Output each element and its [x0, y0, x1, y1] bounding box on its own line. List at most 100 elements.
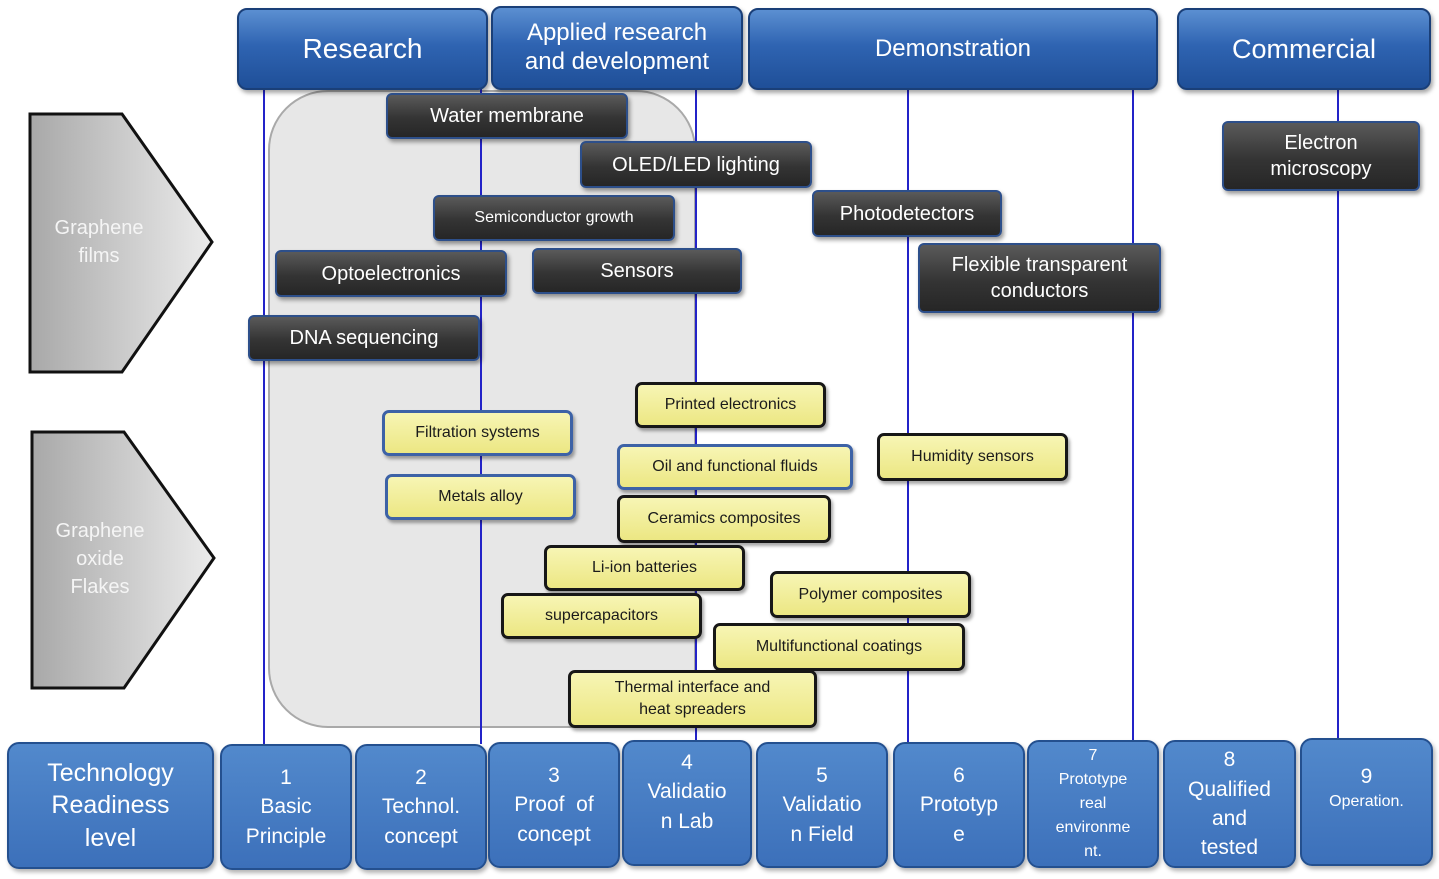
graphene-films-line2: films: [78, 245, 120, 267]
phase-applied-line1: Applied research: [526, 19, 708, 47]
app-coatings-label: Multifunctional coatings: [755, 638, 923, 656]
trl-level-3: 3 Proof of concept: [488, 742, 620, 868]
app-filtration-systems: Filtration systems: [382, 410, 573, 456]
app-thermal-line2: heat spreaders: [639, 701, 746, 718]
trl-title: Technology Readiness level: [7, 742, 214, 869]
phase-commercial-label: Commercial: [1231, 33, 1377, 64]
phase-applied-line2: and development: [524, 48, 710, 75]
trl-level-text: Validatio: [647, 780, 727, 804]
app-flexible-line1: Flexible transparent: [951, 254, 1128, 276]
trl-level-text: environme: [1055, 819, 1131, 836]
trl-level-text: Prototype: [1058, 771, 1128, 788]
trl-level-2: 2 Technol. concept: [355, 744, 487, 870]
trl-level-text: Qualified: [1188, 777, 1271, 801]
graphene-films-label: Graphene films: [34, 214, 164, 270]
trl-level-text: and: [1211, 807, 1248, 830]
graphene-oxide-line1: Graphene: [55, 520, 145, 542]
app-flexible-line2: conductors: [990, 280, 1089, 302]
trl-connector-line: [263, 88, 265, 744]
graphene-oxide-line3: Flakes: [70, 576, 130, 598]
trl-level-1: 1 Basic Principle: [220, 744, 352, 870]
phase-demonstration-label: Demonstration: [874, 34, 1032, 62]
app-photodetectors-label: Photodetectors: [839, 202, 975, 225]
trl-level-number: 3: [548, 763, 560, 787]
app-water-membrane: Water membrane: [386, 93, 628, 139]
trl-level-number: 9: [1360, 765, 1373, 788]
trl-level-text: tested: [1200, 836, 1259, 860]
trl-level-text: concept: [384, 824, 458, 848]
app-filtration-label: Filtration systems: [415, 424, 540, 442]
trl-title-line1: Technology: [47, 758, 174, 787]
app-photodetectors: Photodetectors: [812, 190, 1002, 237]
trl-level-text: Prototyp: [919, 793, 999, 817]
trl-connector-line: [907, 88, 909, 744]
trl-level-text: concept: [517, 822, 591, 846]
trl-level-text: real: [1079, 795, 1107, 812]
app-supercapacitors: supercapacitors: [501, 593, 702, 639]
app-dna-sequencing: DNA sequencing: [248, 315, 480, 361]
trl-title-line3: level: [84, 823, 137, 852]
graphene-oxide-label: Graphene oxide Flakes: [35, 517, 165, 601]
trl-level-text: Proof of: [514, 793, 594, 817]
app-liion-label: Li-ion batteries: [592, 559, 697, 577]
app-humidity-sensors: Humidity sensors: [877, 433, 1068, 481]
app-electron-microscopy: Electron microscopy: [1222, 121, 1420, 191]
trl-level-6: 6 Prototyp e: [893, 742, 1025, 868]
app-water-membrane-label: Water membrane: [430, 105, 584, 127]
trl-connector-line: [1132, 88, 1134, 744]
trl-level-number: 4: [681, 751, 693, 774]
trl-level-number: 7: [1088, 747, 1098, 764]
app-oled-label: OLED/LED lighting: [612, 153, 780, 176]
app-dna-label: DNA sequencing: [289, 327, 439, 349]
app-electron-line1: Electron: [1284, 132, 1358, 154]
phase-research: Research: [237, 8, 488, 90]
trl-level-7: 7 Prototype real environme nt.: [1027, 740, 1159, 868]
app-semiconductor-label: Semiconductor growth: [474, 208, 634, 226]
app-metals-label: Metals alloy: [438, 488, 523, 506]
app-multifunctional-coatings: Multifunctional coatings: [713, 623, 965, 671]
app-ceramics-composites: Ceramics composites: [617, 495, 831, 543]
trl-level-number: 6: [953, 763, 965, 787]
app-oil-functional-fluids: Oil and functional fluids: [617, 444, 853, 490]
app-optoelectronics-label: Optoelectronics: [321, 262, 461, 285]
app-ceramics-label: Ceramics composites: [647, 510, 801, 528]
trl-level-text: n Lab: [660, 809, 714, 833]
trl-level-number: 8: [1223, 748, 1236, 772]
app-humidity-label: Humidity sensors: [911, 448, 1034, 466]
trl-level-text: Principle: [245, 824, 327, 848]
app-sensors-label: Sensors: [600, 260, 674, 282]
app-flexible-transparent-conductors: Flexible transparent conductors: [918, 243, 1161, 313]
app-oil-label: Oil and functional fluids: [652, 458, 818, 476]
trl-level-number: 5: [816, 763, 828, 787]
trl-level-text: Technol.: [381, 795, 461, 819]
trl-level-text: nt.: [1084, 843, 1102, 860]
app-polymer-label: Polymer composites: [798, 585, 943, 603]
trl-level-text: n Field: [790, 822, 854, 846]
app-semiconductor-growth: Semiconductor growth: [433, 195, 675, 241]
trl-level-9: 9 Operation.: [1300, 738, 1433, 866]
graphene-oxide-arrow: [30, 430, 216, 690]
phase-applied-research: Applied research and development: [491, 6, 743, 90]
trl-level-4: 4 Validatio n Lab: [622, 740, 752, 866]
app-li-ion-batteries: Li-ion batteries: [544, 545, 745, 591]
trl-level-number: 1: [280, 765, 292, 789]
app-thermal-interface: Thermal interface and heat spreaders: [568, 670, 817, 728]
app-printed-electronics: Printed electronics: [635, 382, 826, 428]
app-oled-led-lighting: OLED/LED lighting: [580, 141, 812, 188]
trl-title-line2: Readiness: [51, 791, 170, 820]
trl-level-text: Basic: [260, 795, 312, 819]
phase-research-label: Research: [302, 33, 423, 65]
app-electron-line2: microscopy: [1270, 158, 1372, 180]
trl-level-number: 2: [415, 765, 427, 789]
app-sensors: Sensors: [532, 248, 742, 294]
trl-level-5: 5 Validatio n Field: [756, 742, 888, 868]
trl-level-8: 8 Qualified and tested: [1163, 740, 1296, 868]
graphene-films-arrow: [28, 112, 214, 374]
trl-level-text: Validatio: [782, 793, 862, 817]
trl-level-text: e: [953, 822, 965, 846]
trl-level-text: Operation.: [1329, 793, 1404, 811]
trl-connector-line: [1337, 88, 1339, 744]
app-supercap-label: supercapacitors: [545, 607, 658, 625]
app-polymer-composites: Polymer composites: [770, 571, 971, 618]
app-optoelectronics: Optoelectronics: [275, 250, 507, 297]
